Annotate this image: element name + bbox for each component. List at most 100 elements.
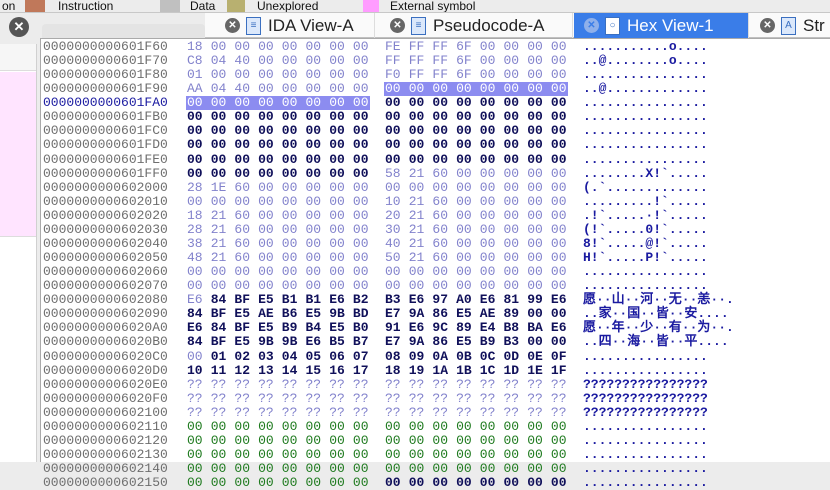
hex-byte[interactable]: 00 [281,123,298,139]
hex-byte[interactable]: 00 [234,264,250,280]
hex-byte[interactable]: 00 [456,151,472,167]
hex-byte[interactable]: 01 [210,348,227,364]
tab-hex-view[interactable]: ✕ ○ Hex View-1 [574,13,749,38]
hex-byte[interactable]: 00 [234,39,250,54]
hex-byte[interactable]: 60 [234,221,250,237]
hex-byte[interactable]: 00 [329,95,345,111]
hex-byte[interactable]: 00 [187,447,203,463]
hex-byte[interactable]: 60 [234,179,250,195]
hex-byte[interactable]: E5 [456,334,472,350]
hex-byte[interactable]: 00 [408,137,425,153]
hex-byte[interactable]: 00 [210,193,227,209]
hex-byte[interactable]: 00 [305,81,322,97]
hex-byte[interactable]: 04 [210,53,227,69]
hex-byte[interactable]: 00 [527,221,543,237]
hex-byte[interactable]: 00 [527,418,543,434]
hex-byte[interactable]: FF [408,39,425,54]
hex-byte[interactable]: 60 [234,207,250,223]
hex-byte[interactable]: ?? [385,404,401,420]
hex-byte[interactable]: 02 [234,348,250,364]
hex-byte[interactable]: 86 [432,306,448,322]
hex-byte[interactable]: 00 [305,207,322,223]
ascii-column[interactable]: .!`.....·!`..... [583,207,708,223]
hex-byte[interactable]: 60 [432,221,448,237]
hex-byte[interactable]: 00 [456,432,472,448]
hex-byte[interactable]: 00 [329,151,345,167]
hex-byte[interactable]: 00 [352,235,369,251]
hex-byte[interactable]: 00 [210,123,227,139]
hex-byte[interactable]: B1 [281,292,298,308]
hex-byte[interactable]: 00 [527,95,543,111]
hex-byte[interactable]: 00 [527,264,543,280]
hex-byte[interactable]: 00 [281,109,298,125]
hex-byte[interactable]: 00 [329,235,345,251]
hex-byte[interactable]: 00 [503,123,520,139]
hex-byte[interactable]: 00 [479,151,496,167]
hex-byte[interactable]: 00 [234,137,250,153]
hex-byte[interactable]: 60 [432,207,448,223]
hex-byte[interactable]: 00 [281,250,298,266]
hex-byte[interactable]: 00 [305,461,322,477]
hex-byte[interactable]: 00 [385,461,401,477]
hex-byte[interactable]: 00 [305,179,322,195]
ascii-column[interactable]: ................ [583,418,708,434]
hex-byte[interactable]: 00 [258,447,274,463]
hex-byte[interactable]: 00 [281,221,298,237]
hex-byte[interactable]: 00 [432,81,448,97]
hex-byte[interactable]: 00 [385,264,401,280]
hex-byte[interactable]: 84 [187,306,203,322]
tab-ida-view[interactable]: ✕ ≡ IDA View-A [215,13,375,38]
hex-byte[interactable]: 00 [432,123,448,139]
hex-byte[interactable]: 00 [352,81,369,97]
hex-byte[interactable]: 04 [210,81,227,97]
hex-byte[interactable]: ?? [550,376,567,392]
hex-byte[interactable]: A0 [456,292,472,308]
hex-byte[interactable]: 00 [329,165,345,181]
hex-byte[interactable]: ?? [408,376,425,392]
hex-byte[interactable]: 00 [550,123,567,139]
hex-byte[interactable]: 00 [432,447,448,463]
hex-byte[interactable]: 00 [234,193,250,209]
hex-byte[interactable]: 00 [187,264,203,280]
hex-byte[interactable]: 03 [258,348,274,364]
hex-byte[interactable]: 00 [234,67,250,83]
ascii-column[interactable]: ................ [583,348,708,364]
hex-byte[interactable]: 09 [408,348,425,364]
hex-byte[interactable]: 00 [281,53,298,69]
hex-byte[interactable]: 9B [258,334,274,350]
hex-byte[interactable]: B9 [479,334,496,350]
hex-byte[interactable]: 00 [305,53,322,69]
hex-byte[interactable]: 00 [305,278,322,294]
hex-byte[interactable]: 01 [187,67,203,83]
ascii-column[interactable]: ................ [583,109,708,125]
hex-byte[interactable]: 12 [234,362,250,378]
hex-byte[interactable]: 00 [305,475,322,490]
hex-byte[interactable]: 00 [550,447,567,463]
hex-byte[interactable]: 00 [479,221,496,237]
hex-byte[interactable]: 00 [550,207,567,223]
hex-byte[interactable]: E5 [234,334,250,350]
hex-byte[interactable]: 00 [479,53,496,69]
hex-byte[interactable]: 00 [550,67,567,83]
hex-byte[interactable]: 00 [352,207,369,223]
hex-byte[interactable]: 00 [550,81,567,97]
hex-byte[interactable]: 40 [234,53,250,69]
hex-byte[interactable]: 00 [456,278,472,294]
hex-byte[interactable]: ?? [527,376,543,392]
hex-byte[interactable]: 00 [385,179,401,195]
hex-byte[interactable]: 00 [432,432,448,448]
hex-byte[interactable]: 38 [187,235,203,251]
hex-byte[interactable]: ?? [527,404,543,420]
hex-byte[interactable]: 00 [305,418,322,434]
hex-byte[interactable]: 00 [432,418,448,434]
hex-byte[interactable]: 21 [408,165,425,181]
